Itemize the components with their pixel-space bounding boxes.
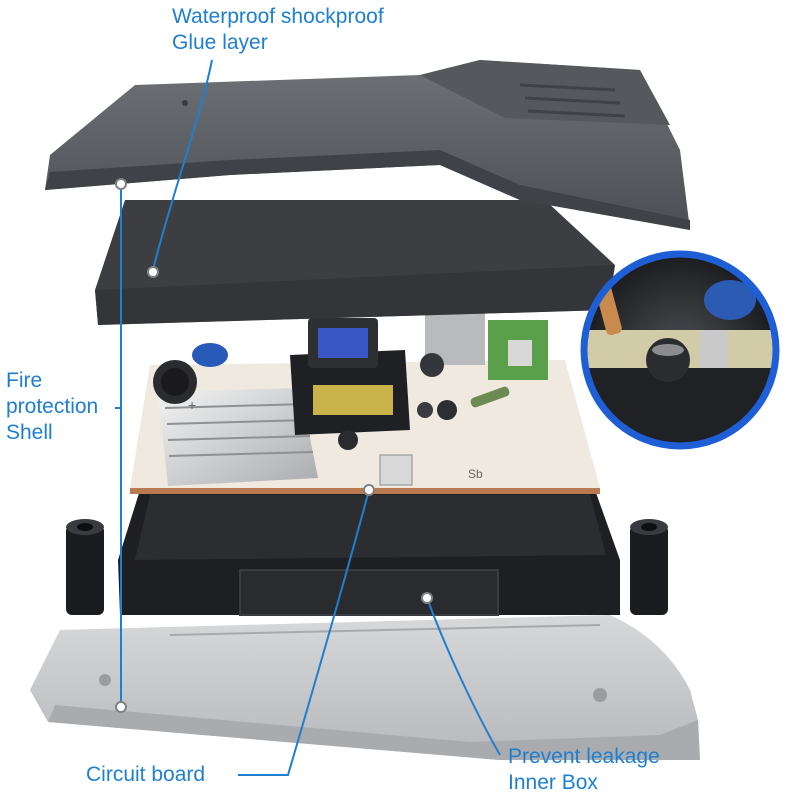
label-inner-line2: Inner Box: [508, 771, 598, 794]
label-glue-layer-line1: Waterproof shockproof: [172, 5, 384, 28]
anchor-dot-circuit: [363, 484, 375, 496]
board-silkscreen-plus: +: [188, 397, 196, 413]
label-fire-protection-shell: Fire protection Shell: [6, 368, 98, 446]
board-silkscreen-sb: Sb: [468, 467, 483, 481]
zoom-detail-circle: [580, 250, 780, 450]
leader-inner-box: [426, 597, 501, 756]
leader-circuit-board: [238, 489, 370, 776]
top-shell: [45, 60, 690, 230]
label-glue-layer: Waterproof shockproof Glue layer: [172, 4, 384, 56]
glue-layer-slab: [95, 200, 615, 325]
leader-lines: [115, 59, 501, 776]
bottom-shell: [30, 615, 700, 760]
anchor-dot-shell-bottom: [115, 701, 127, 713]
anchor-dots: [115, 178, 433, 713]
label-inner-line1: Prevent leakage: [508, 745, 660, 768]
label-fire-line1: Fire: [6, 369, 43, 392]
anchor-dot-inner-box: [421, 592, 433, 604]
inner-box: [66, 490, 668, 616]
leader-glue-layer: [152, 59, 213, 271]
label-fire-line2: protection: [6, 395, 99, 418]
anchor-dot-glue: [147, 266, 159, 278]
label-inner-box: Prevent leakage Inner Box: [508, 744, 660, 796]
label-circuit-board: Circuit board: [86, 762, 205, 788]
anchor-dot-shell-top: [115, 178, 127, 190]
label-circuit-line1: Circuit board: [86, 763, 206, 786]
label-fire-line3: Shell: [6, 421, 53, 444]
circuit-board: Sb +: [130, 305, 600, 494]
label-glue-layer-line2: Glue layer: [172, 31, 268, 54]
